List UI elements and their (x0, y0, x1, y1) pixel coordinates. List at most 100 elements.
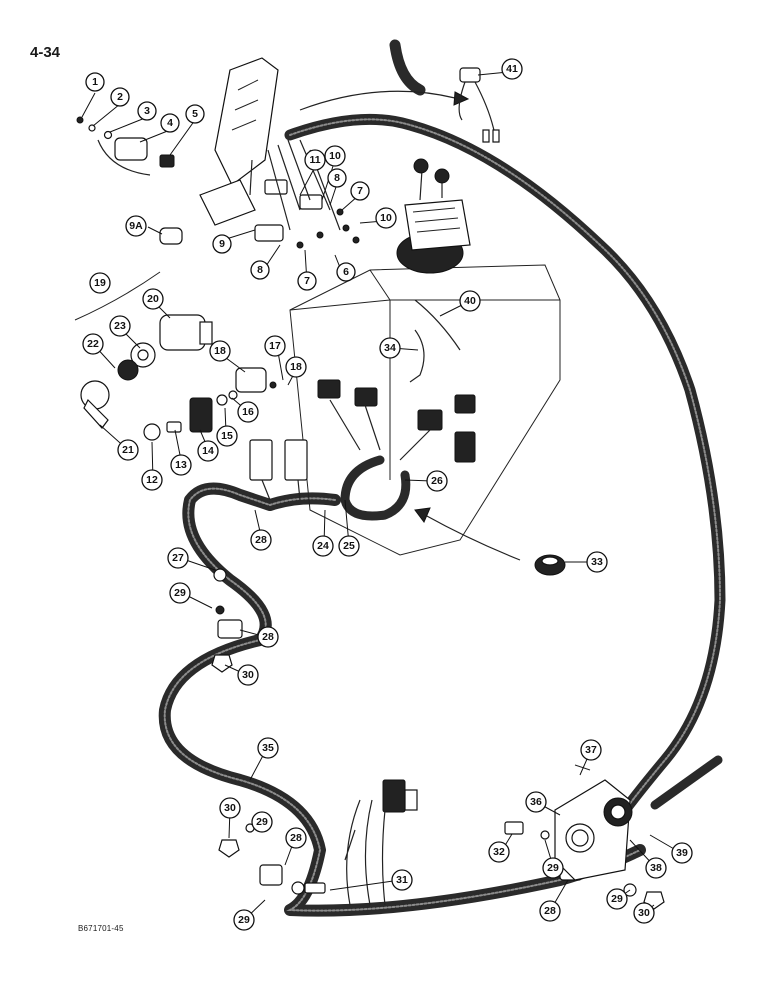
callout-29: 29 (233, 909, 255, 931)
callout-label: 22 (87, 338, 99, 350)
callout-label: 29 (547, 862, 559, 874)
callout-label: 8 (334, 172, 340, 184)
callout-20: 20 (142, 288, 164, 310)
callout-label: 13 (175, 459, 187, 471)
callout-label: 4 (167, 117, 173, 129)
callout-label: 5 (192, 108, 198, 120)
callout-label: 38 (650, 862, 662, 874)
callout-26: 26 (426, 470, 448, 492)
callout-label: 16 (242, 406, 254, 418)
callout-34: 34 (379, 337, 401, 359)
callout-17: 17 (264, 335, 286, 357)
callout-label: 29 (238, 914, 250, 926)
callout-label: 20 (147, 293, 159, 305)
callout-18: 18 (285, 356, 307, 378)
callout-label: 8 (257, 264, 263, 276)
callout-label: 14 (202, 445, 214, 457)
sender-switch-41 (458, 67, 500, 143)
callout-label: 28 (290, 832, 302, 844)
callout-40: 40 (459, 290, 481, 312)
ignition-switch-assembly (74, 271, 213, 429)
callout-27: 27 (167, 547, 189, 569)
callout-label: 10 (380, 212, 392, 224)
callout-28: 28 (250, 529, 272, 551)
callout-28: 28 (285, 827, 307, 849)
relay-cluster (254, 139, 360, 249)
callout-2: 2 (110, 87, 130, 107)
callout-12: 12 (141, 469, 163, 491)
callout-29: 29 (169, 582, 191, 604)
main-wiring-harness (158, 39, 726, 917)
bulkhead-connector-plate (504, 764, 633, 881)
callout-24: 24 (312, 535, 334, 557)
callout-label: 31 (396, 874, 408, 886)
callout-15: 15 (216, 425, 238, 447)
grommet-33 (534, 554, 566, 576)
callout-33: 33 (586, 551, 608, 573)
callout-4: 4 (160, 113, 180, 133)
callout-6: 6 (336, 262, 356, 282)
callout-label: 26 (431, 475, 443, 487)
callout-23: 23 (109, 315, 131, 337)
callout-10: 10 (324, 145, 346, 167)
joystick-control (396, 158, 471, 274)
callout-7: 7 (350, 181, 370, 201)
pigtail-connector-31 (344, 779, 418, 906)
callout-label: 6 (343, 266, 349, 278)
callout-8: 8 (327, 168, 347, 188)
callout-29: 29 (251, 811, 273, 833)
grommet-9a (159, 227, 183, 245)
callout-label: 30 (638, 907, 650, 919)
callout-label: 28 (262, 631, 274, 643)
callout-label: 12 (146, 474, 158, 486)
callout-18: 18 (209, 340, 231, 362)
callout-label: 29 (174, 587, 186, 599)
callout-label: 37 (585, 744, 597, 756)
callout-label: 30 (224, 802, 236, 814)
callout-label: 23 (114, 320, 126, 332)
callout-41: 41 (501, 58, 523, 80)
page-number: 4-34 (30, 44, 61, 61)
direction-arrows (299, 90, 521, 561)
callout-label: 7 (357, 185, 363, 197)
callout-37: 37 (580, 739, 602, 761)
callout-11: 11 (304, 149, 326, 171)
callout-36: 36 (525, 791, 547, 813)
callout-label: 17 (269, 340, 281, 352)
callout-label: 34 (384, 342, 396, 354)
callout-19: 19 (89, 272, 111, 294)
callout-29: 29 (542, 857, 564, 879)
figure-code: B671701-45 (78, 924, 124, 933)
harness-clamps (211, 568, 665, 910)
callout-30: 30 (219, 797, 241, 819)
sender-and-cable (409, 299, 461, 383)
callout-38: 38 (645, 857, 667, 879)
callout-label: 29 (256, 816, 268, 828)
callout-21: 21 (117, 439, 139, 461)
callout-9: 9 (212, 234, 232, 254)
callout-16: 16 (237, 401, 259, 423)
callout-label: 36 (530, 796, 542, 808)
callout-9a: 9A (125, 215, 147, 237)
callout-label: 30 (242, 669, 254, 681)
callout-label: 27 (172, 552, 184, 564)
callout-label: 21 (122, 444, 134, 456)
callout-30: 30 (633, 902, 655, 924)
callout-label: 41 (506, 63, 518, 75)
callout-5: 5 (185, 104, 205, 124)
harness-connectors (249, 379, 476, 501)
callout-label: 11 (309, 154, 320, 166)
callout-label: 40 (464, 295, 476, 307)
callout-35: 35 (257, 737, 279, 759)
callout-label: 18 (290, 361, 302, 373)
callout-label: 35 (262, 742, 274, 754)
callout-label: 7 (304, 275, 310, 287)
callout-3: 3 (137, 101, 157, 121)
callout-1: 1 (85, 72, 105, 92)
callout-label: 10 (329, 150, 341, 162)
callout-7: 7 (297, 271, 317, 291)
callout-29: 29 (606, 888, 628, 910)
callout-32: 32 (488, 841, 510, 863)
callout-14: 14 (197, 440, 219, 462)
